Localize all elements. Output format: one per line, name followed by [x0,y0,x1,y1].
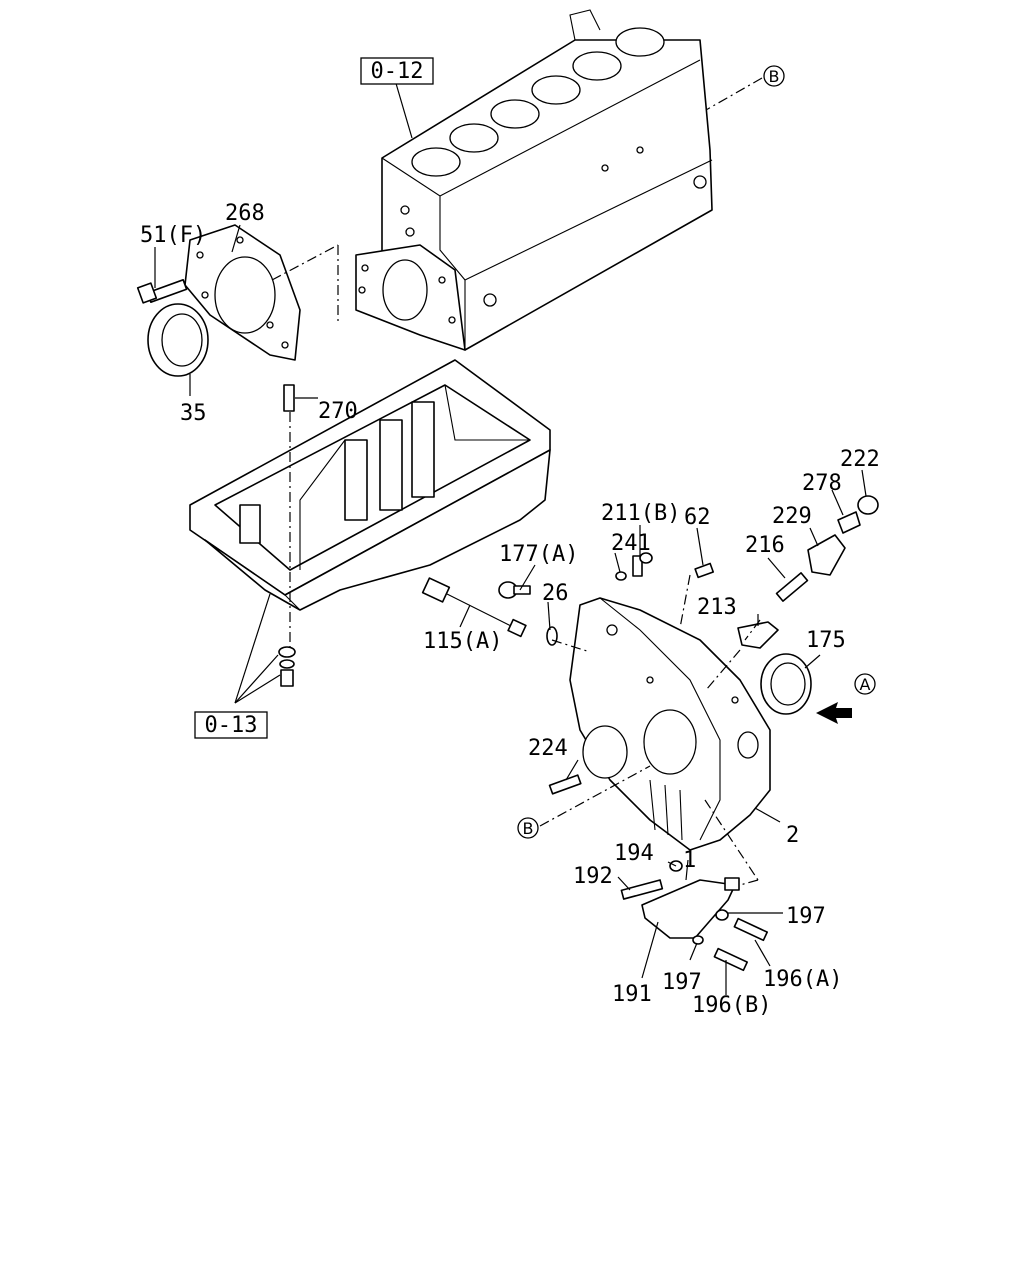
oil-seal-35 [147,303,209,377]
callout-192: 192 [573,864,613,889]
view-arrow-a [816,702,852,724]
ref-box-block [360,57,434,85]
callout-211b: 211(B) [601,501,680,526]
view-marker-b-bottom-label: B [523,819,534,838]
oil-pan [189,359,551,611]
callout-197-right: 197 [786,904,826,929]
cylinder-block [355,9,713,351]
leader-lines [154,77,867,995]
callout-51f: 51(F) [140,223,206,248]
callout-191: 191 [612,982,652,1007]
view-marker-a [854,673,876,695]
callout-270: 270 [318,399,358,424]
callout-229: 229 [772,504,812,529]
bracket-229 [807,534,846,576]
callout-196a: 196(A) [763,967,842,992]
bracket-191 [620,860,768,972]
oil-seal-retainer [184,224,301,361]
view-marker-b-bottom [517,817,539,839]
clip-278 [837,511,861,534]
callout-194: 194 [614,841,654,866]
callouts: 51(F) 268 35 270 222 278 229 211(B) 62 2… [140,201,880,1018]
callout-268: 268 [225,201,265,226]
bolt-177a [498,581,531,599]
callout-222: 222 [840,447,880,472]
callout-197-bottom: 197 [662,970,702,995]
callout-224: 224 [528,736,568,761]
callout-35: 35 [180,401,207,426]
cap-222 [857,495,879,515]
sensor-216 [775,572,809,602]
ref-box-oil-pan [194,711,268,739]
callout-278: 278 [802,471,842,496]
stud-270 [283,384,295,412]
callout-26: 26 [542,581,569,606]
flywheel-housing [569,597,771,851]
callout-1: 1 [683,848,696,873]
view-marker-b-top [763,65,785,87]
ref-label-oil-pan: 0-13 [205,713,258,738]
sensor-115a [421,577,527,638]
view-marker-a-label: A [860,675,871,694]
callout-115a: 115(A) [423,629,502,654]
ref-label-block: 0-12 [371,59,424,84]
callout-175: 175 [806,628,846,653]
bolt-51f [136,279,188,304]
washer-26 [546,626,558,646]
callout-177a: 177(A) [499,542,578,567]
stud-224 [548,774,582,795]
callout-2: 2 [786,823,799,848]
oil-seal-175 [760,653,812,715]
view-marker-b-top-label: B [769,67,780,86]
callout-216: 216 [745,533,785,558]
callout-196b: 196(B) [692,993,771,1018]
hardware-top [615,552,715,581]
bracket-213 [737,621,779,649]
drain-plug [278,646,296,687]
callout-213: 213 [697,595,737,620]
callout-62: 62 [684,505,711,530]
callout-241: 241 [611,531,651,556]
